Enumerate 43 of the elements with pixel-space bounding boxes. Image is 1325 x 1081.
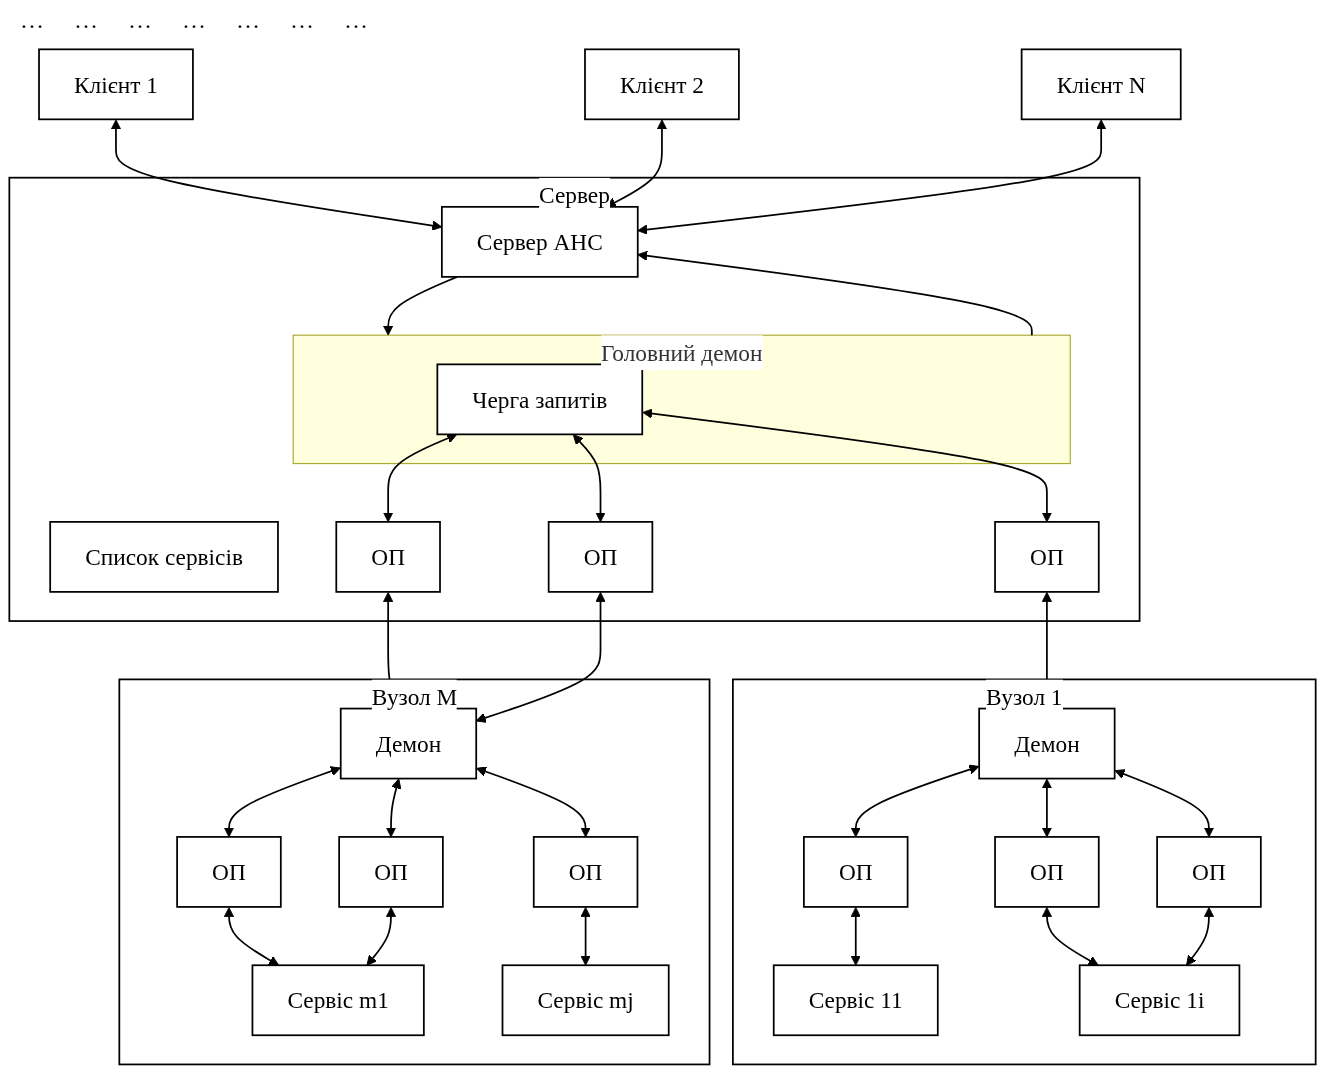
arrow xyxy=(637,119,1107,235)
arrow xyxy=(642,408,1053,523)
node-box: Клієнт 2 xyxy=(584,48,740,121)
node-box: ОП xyxy=(176,836,282,908)
node-box: ОП xyxy=(338,836,444,908)
ellipsis-label: … xyxy=(290,6,314,34)
arrow xyxy=(476,766,591,838)
node-box: Черга запитів xyxy=(436,363,644,436)
node-box: ОП xyxy=(335,521,441,593)
node-box: Сервіс mj xyxy=(501,964,670,1037)
node-box: ОП xyxy=(532,836,639,908)
node-box: Сервіс 11 xyxy=(772,964,939,1037)
arrow xyxy=(572,434,606,523)
arrow xyxy=(850,906,861,966)
node-box: Сервіс 1i xyxy=(1078,964,1241,1037)
arrow xyxy=(383,433,458,523)
arrow xyxy=(850,764,980,838)
node-box: ОП xyxy=(994,836,1100,908)
arrow xyxy=(366,906,397,966)
arrow xyxy=(1114,769,1215,838)
arrow xyxy=(1186,906,1215,966)
ellipsis-label: … xyxy=(182,6,206,34)
arrow xyxy=(385,778,402,838)
arrow xyxy=(1041,778,1053,838)
arrow xyxy=(223,766,341,838)
ellipsis-label: … xyxy=(344,6,368,34)
node-box: ОП xyxy=(547,521,654,593)
ellipsis-label: … xyxy=(236,6,260,34)
node-box: ОП xyxy=(803,836,909,908)
arrow xyxy=(580,906,591,966)
ellipsis-label: … xyxy=(74,6,98,34)
arrow xyxy=(637,250,1033,337)
arrow xyxy=(223,906,280,966)
arrow xyxy=(1041,906,1099,966)
node-box: Клієнт 1 xyxy=(38,48,194,121)
node-box: Сервіс m1 xyxy=(251,964,425,1037)
node-box: Клієнт N xyxy=(1020,48,1182,121)
ellipsis-label: … xyxy=(128,6,152,34)
node-box: ОП xyxy=(1156,836,1262,908)
ellipsis-label: … xyxy=(20,6,44,34)
node-box: Список сервісів xyxy=(49,521,279,593)
arrow xyxy=(383,276,458,336)
node-box: ОП xyxy=(994,521,1100,593)
